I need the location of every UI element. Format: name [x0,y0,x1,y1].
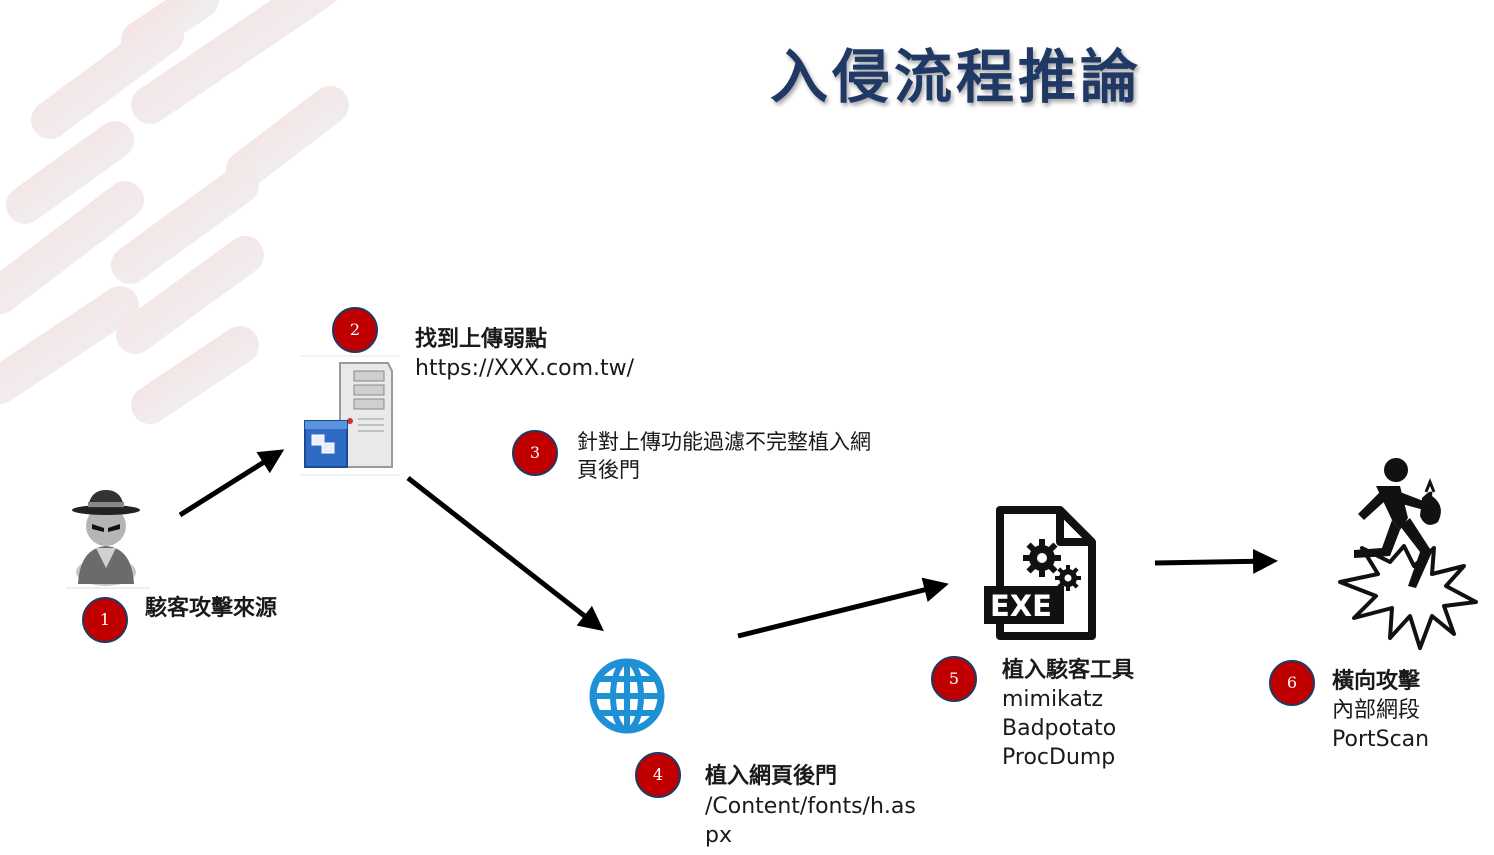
step-badge-5: 5 [931,656,977,702]
step-4-label: 植入網頁後門 [705,764,838,789]
step-6-detail-line-2: PortScan [1332,727,1430,752]
svg-text:EXE: EXE [990,589,1052,623]
step-badge-6: 6 [1269,660,1315,706]
page-title: 入侵流程推論 [770,43,1143,111]
lateral-attack-icon [1334,456,1480,656]
arrow-4-to-5 [737,577,949,639]
exe-file-icon: EXE [984,506,1098,646]
background-stripes [0,0,349,424]
step-4-path-line-2: px [705,823,732,848]
step-badge-4: 4 [635,752,681,798]
tool-item: mimikatz [1002,687,1104,712]
step-4-path-line-1: /Content/fonts/h.as [705,794,916,819]
step-2-url: https://XXX.com.tw/ [415,356,635,381]
step-badge-1: 1 [82,597,128,643]
arrow-5-to-6 [1154,548,1278,574]
tool-item: Badpotato [1002,716,1117,741]
step-3-line-2: 頁後門 [577,458,640,482]
step-6-detail-line-1: 內部網段 [1332,698,1421,723]
server-icon [300,355,400,481]
step-5-label: 植入駭客工具 [1002,658,1135,683]
step-3-description: 針對上傳功能過濾不完整植入網 頁後門 [577,428,871,484]
tool-item: ProcDump [1002,745,1116,770]
step-badge-3: 3 [512,430,558,476]
arrow-2-to-4 [406,476,604,632]
globe-icon [586,652,668,744]
step-6-label: 橫向攻擊 [1332,669,1421,694]
step-2-label: 找到上傳弱點 [415,327,548,352]
hacker-icon [66,484,150,594]
step-1-label: 駭客攻擊來源 [145,596,278,621]
arrow-1-to-2 [178,449,285,518]
step-badge-2: 2 [332,307,378,353]
step-3-line-1: 針對上傳功能過濾不完整植入網 [577,430,871,454]
